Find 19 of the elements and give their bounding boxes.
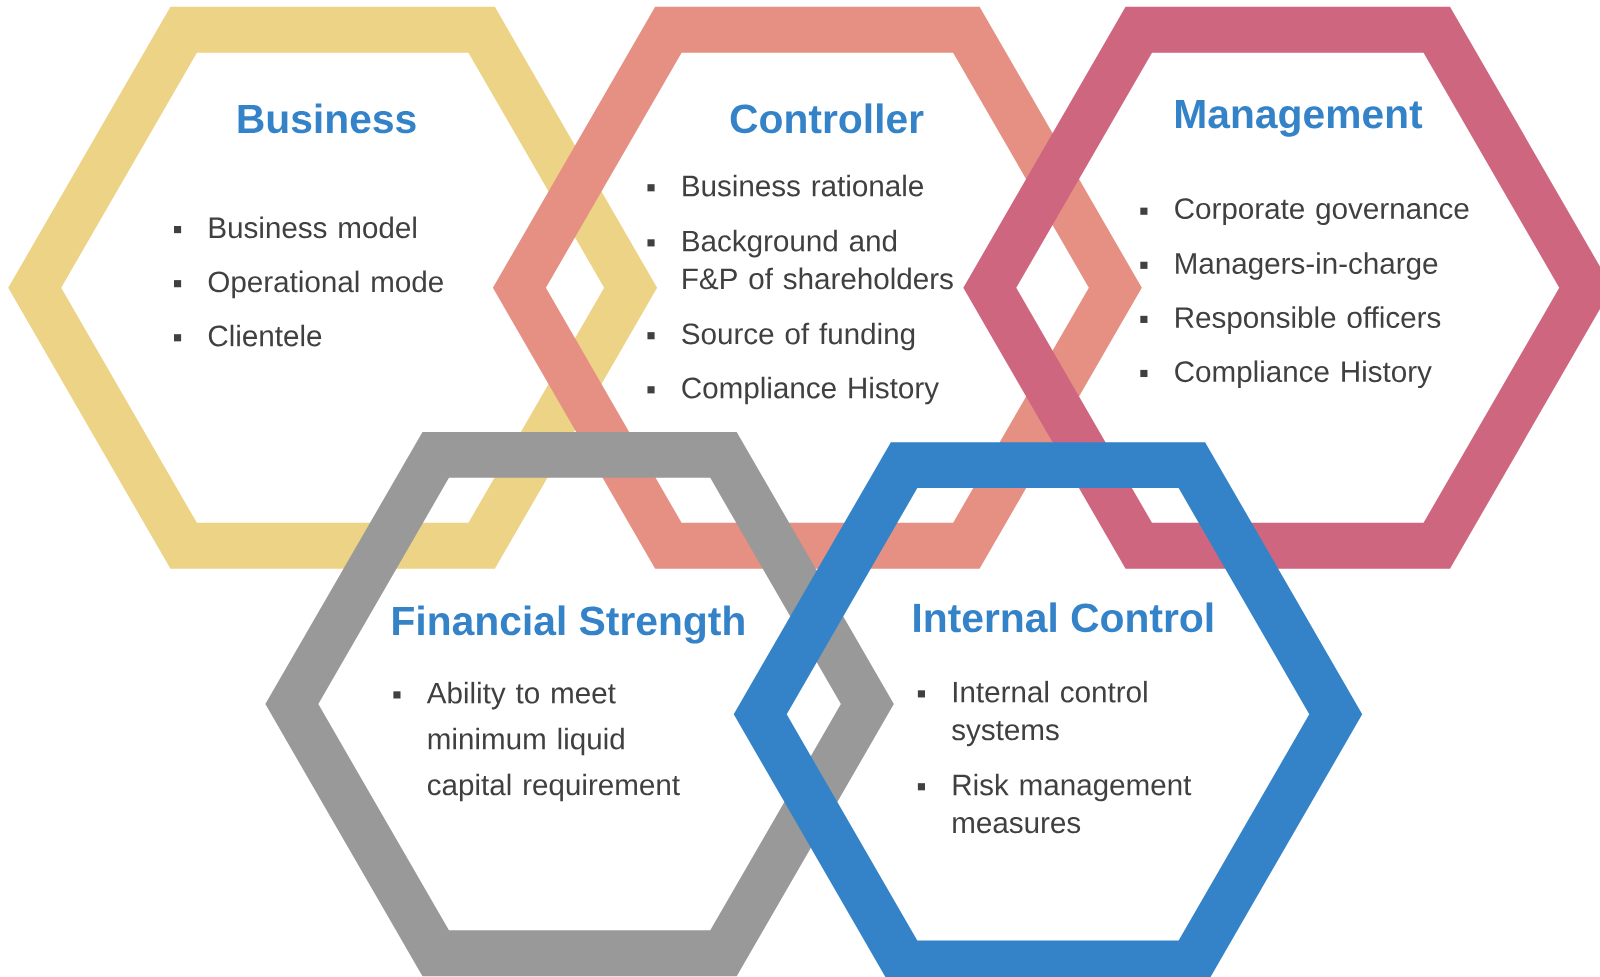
heading: Internal Control bbox=[914, 602, 1213, 633]
bullet-item: Managers-in-charge bbox=[1140, 252, 1438, 280]
heading: Controller bbox=[730, 103, 924, 134]
bullet-item: Risk management measures bbox=[917, 773, 1192, 834]
bullet-item: Business model bbox=[174, 216, 416, 239]
bullet-item: Responsible officers bbox=[1140, 306, 1441, 334]
heading: Financial Strength bbox=[393, 605, 744, 644]
heading: Business bbox=[238, 103, 416, 134]
bullet-item: Corporate governance bbox=[1140, 198, 1469, 225]
bullet-item: Operational mode bbox=[174, 270, 443, 299]
heading: Management bbox=[1176, 100, 1423, 137]
bullet-item: Source of funding bbox=[647, 322, 915, 351]
bullet-item: Business rationale bbox=[647, 174, 923, 197]
bullet-item: Clientele bbox=[174, 324, 322, 347]
bullet-item: Ability to meet minimum liquid capital requirement bbox=[393, 681, 680, 802]
bullet-item: Background and F&P of shareholders bbox=[647, 229, 953, 290]
bullet-item: Compliance History bbox=[1140, 360, 1432, 388]
bullet-item: Internal control systems bbox=[917, 680, 1147, 747]
bullet-item: Compliance History bbox=[647, 376, 939, 405]
